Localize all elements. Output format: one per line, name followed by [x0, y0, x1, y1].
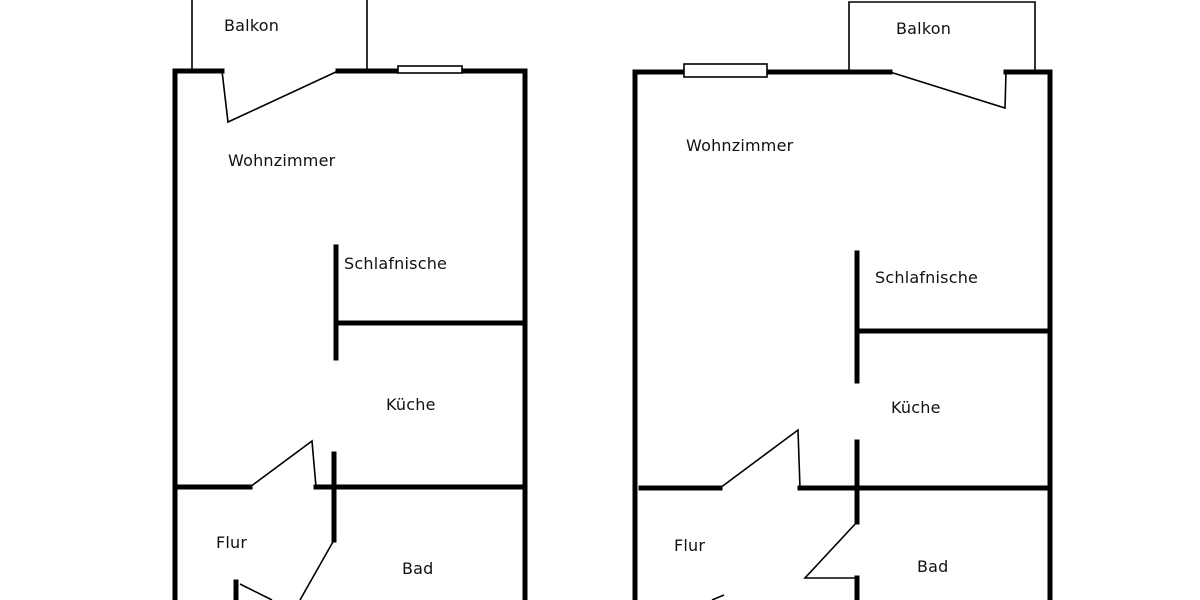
label-hallway: Flur — [674, 536, 705, 555]
label-kitchen: Küche — [891, 398, 941, 417]
label-hallway: Flur — [216, 533, 247, 552]
floorplan-left: Balkon Wohnzimmer Schlafnische Küche Flu… — [172, 0, 528, 600]
hallway-door — [249, 439, 317, 488]
label-bathroom: Bad — [402, 559, 434, 578]
label-living-room: Wohnzimmer — [228, 151, 336, 170]
entrance-door — [711, 594, 725, 600]
label-bathroom: Bad — [917, 557, 949, 576]
label-balcony: Balkon — [224, 16, 279, 35]
hallway-door — [719, 428, 801, 489]
bathroom-door — [803, 521, 858, 579]
floorplan-right: Balkon Wohnzimmer Schlafnische Küche Flu… — [632, 1, 1053, 600]
balcony-door — [889, 71, 1007, 110]
label-living-room: Wohnzimmer — [686, 136, 794, 155]
entrance-door — [239, 583, 273, 600]
balcony-outline — [191, 0, 368, 70]
label-balcony: Balkon — [896, 19, 951, 38]
label-kitchen: Küche — [386, 395, 436, 414]
balcony-door — [221, 70, 339, 124]
label-sleeping-nook: Schlafnische — [875, 268, 978, 287]
window — [397, 65, 463, 74]
bathroom-door — [299, 539, 335, 600]
label-sleeping-nook: Schlafnische — [344, 254, 447, 273]
balcony-outline — [848, 1, 1036, 72]
window — [683, 63, 768, 78]
